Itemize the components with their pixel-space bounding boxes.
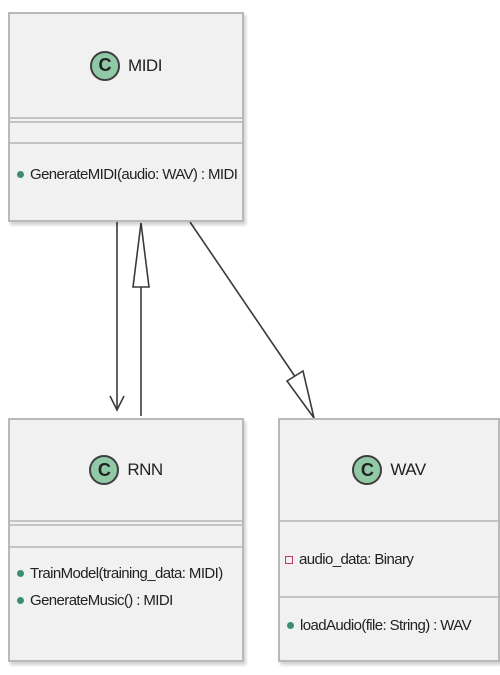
class-rnn-method: GenerateMusic() : MIDI — [10, 587, 242, 614]
class-wav[interactable]: C WAV audio_data: Binary loadAudio(file:… — [278, 418, 500, 662]
public-visibility-icon — [17, 597, 24, 604]
class-rnn-header: C RNN — [10, 420, 242, 520]
field-declaration: audio_data: Binary — [299, 551, 414, 568]
class-rnn-fields — [10, 520, 242, 546]
class-midi-fields — [10, 117, 242, 142]
class-wav-methods: loadAudio(file: String) : WAV — [280, 596, 498, 639]
class-stereotype-icon: C — [89, 455, 120, 485]
class-wav-method: loadAudio(file: String) : WAV — [280, 612, 498, 639]
class-stereotype-icon: C — [352, 455, 383, 485]
method-signature: GenerateMusic() : MIDI — [30, 592, 173, 609]
public-visibility-icon — [17, 570, 24, 577]
class-wav-name: WAV — [390, 460, 426, 479]
class-rnn-methods: TrainModel(training_data: MIDI) Generate… — [10, 546, 242, 614]
method-signature: GenerateMIDI(audio: WAV) : MIDI — [30, 166, 238, 183]
private-visibility-icon — [285, 555, 293, 564]
class-midi-methods: GenerateMIDI(audio: WAV) : MIDI — [10, 142, 242, 188]
class-rnn-name: RNN — [127, 460, 163, 479]
class-rnn[interactable]: C RNN TrainModel(training_data: MIDI) Ge… — [8, 418, 244, 662]
class-rnn-method: TrainModel(training_data: MIDI) — [10, 560, 242, 587]
class-midi-method: GenerateMIDI(audio: WAV) : MIDI — [10, 161, 242, 188]
edge-rnn-to-midi — [132, 222, 150, 416]
class-midi-header: C MIDI — [10, 14, 242, 117]
edge-midi-to-wav — [189, 221, 315, 419]
method-signature: TrainModel(training_data: MIDI) — [30, 565, 223, 582]
class-wav-field: audio_data: Binary — [280, 546, 498, 573]
class-stereotype-icon: C — [90, 50, 121, 81]
class-wav-fields: audio_data: Binary — [280, 520, 498, 596]
public-visibility-icon — [287, 622, 294, 629]
method-signature: loadAudio(file: String) : WAV — [300, 617, 472, 634]
class-midi-name: MIDI — [128, 55, 162, 75]
edge-midi-to-rnn — [109, 222, 125, 412]
public-visibility-icon — [17, 171, 24, 178]
class-wav-header: C WAV — [280, 420, 498, 520]
class-midi[interactable]: C MIDI GenerateMIDI(audio: WAV) : MIDI — [8, 12, 244, 222]
